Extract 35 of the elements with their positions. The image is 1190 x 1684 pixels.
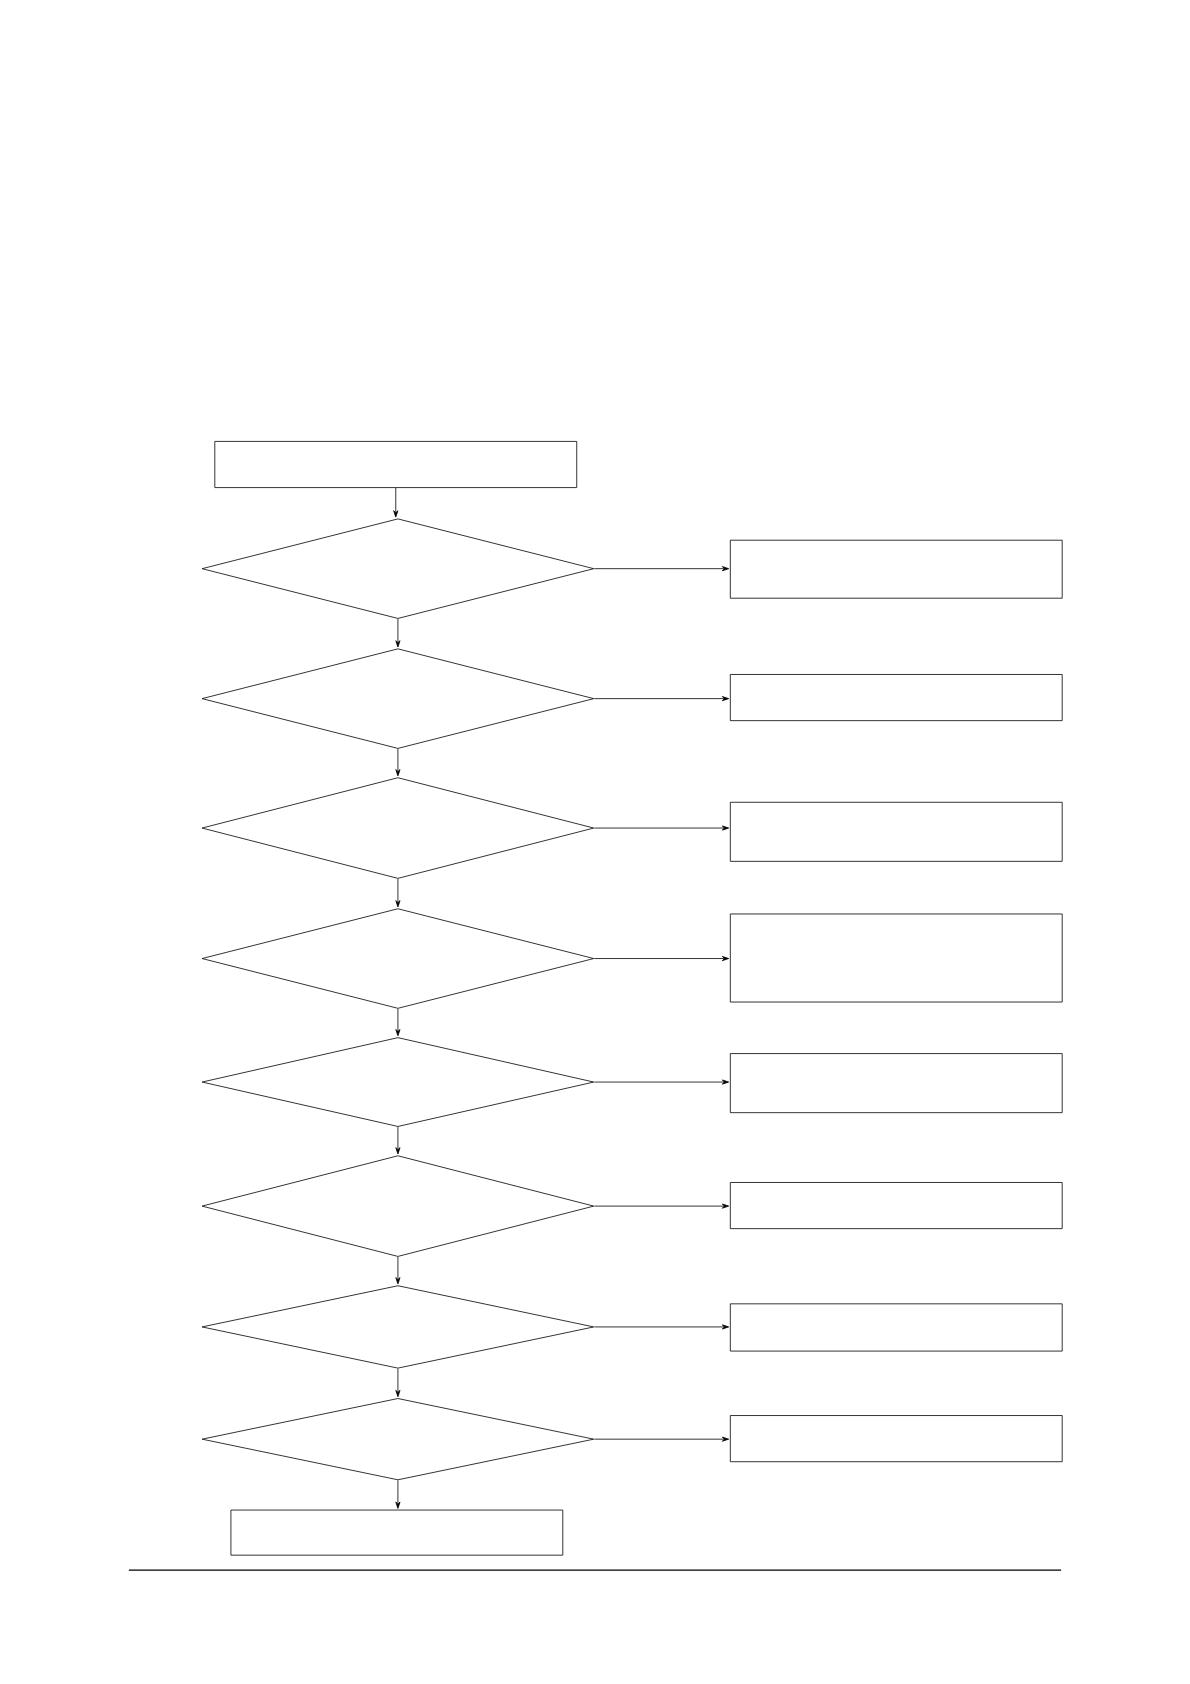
process-box [729, 801, 1063, 862]
arrow [593, 1079, 730, 1085]
process-box [729, 539, 1063, 599]
process-box [729, 674, 1063, 722]
decision-diamond [201, 1037, 595, 1127]
decision-diamond [201, 518, 595, 619]
process-box [729, 1053, 1063, 1114]
arrow [593, 696, 730, 702]
arrow [395, 1479, 401, 1509]
process-box [729, 1182, 1063, 1230]
arrow [395, 1256, 401, 1285]
process-box [214, 441, 578, 488]
decision-diamond [201, 1285, 595, 1369]
arrow [593, 566, 730, 572]
arrow [395, 1008, 401, 1037]
arrow [593, 825, 730, 831]
process-box [230, 1509, 564, 1556]
decision-diamond [201, 777, 595, 879]
arrow [593, 1203, 730, 1209]
arrow [395, 1126, 401, 1155]
arrow [593, 956, 730, 962]
process-box [729, 913, 1063, 1003]
arrow [593, 1436, 730, 1442]
arrow [395, 878, 401, 908]
process-box [729, 1415, 1063, 1463]
arrow [395, 748, 401, 777]
arrow [395, 618, 401, 648]
process-box [729, 1303, 1063, 1352]
decision-diamond [201, 1155, 595, 1257]
arrow [393, 487, 399, 518]
decision-diamond [201, 1398, 595, 1481]
decision-diamond [201, 648, 595, 749]
decision-diamond [201, 908, 595, 1009]
arrow [593, 1324, 730, 1330]
arrow [395, 1368, 401, 1398]
